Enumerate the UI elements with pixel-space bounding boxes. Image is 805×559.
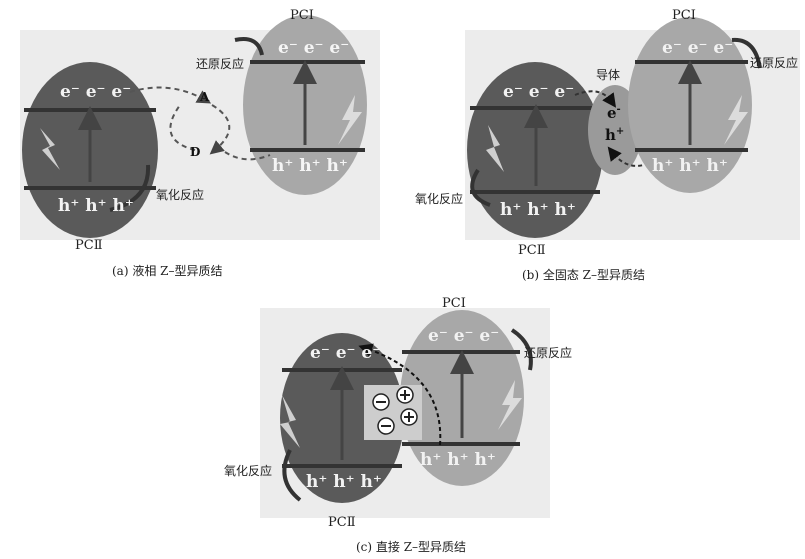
panel-b-oxidation-curve xyxy=(470,168,491,207)
panel-c-caption: (c) 直接 Z–型异质结 xyxy=(356,540,467,554)
panel-a-caption: (a) 液相 Z–型异质结 xyxy=(112,264,223,278)
panel-b-reduction-curve xyxy=(731,37,762,69)
panel-b-pc1-electrons: e⁻ e⁻ e⁻ xyxy=(662,38,734,58)
panel-b-oxidation-label: 氧化反应 xyxy=(415,192,464,206)
panel-c-pc2-holes: h⁺ h⁺ h⁺ xyxy=(306,472,382,492)
panel-c-recombination-arrow xyxy=(358,343,442,446)
panel-a-reduction-label: 还原反应 xyxy=(196,57,245,71)
panel-c-graphics xyxy=(260,308,550,518)
panel-a-acceptor-label: A xyxy=(200,90,210,104)
panel-b-pc2-electrons: e⁻ e⁻ e⁻ xyxy=(503,82,575,102)
panel-c-oxidation-label: 氧化反应 xyxy=(224,464,273,478)
panel-b-pc1-label: PCⅠ xyxy=(672,8,696,23)
panel-a-donor-to-hole xyxy=(224,151,271,161)
panel-a-pc2-light-icon xyxy=(40,128,60,170)
panel-a-pc1-holes: h⁺ h⁺ h⁺ xyxy=(272,156,348,176)
panel-b-mediator-electron: e- xyxy=(607,104,621,122)
panel-a-reduction-curve xyxy=(234,37,264,56)
panel-b-pc1-light-icon xyxy=(724,95,748,145)
panel-c-pc1-electrons: e⁻ e⁻ e⁻ xyxy=(428,326,500,346)
panel-c-pc1-label: PCⅠ xyxy=(442,296,466,311)
panel-b-pc1-holes: h⁺ h⁺ h⁺ xyxy=(652,156,728,176)
panel-b-h-to-mediator xyxy=(607,146,656,167)
panel-c-reduction-label: 还原反应 xyxy=(524,346,573,360)
panel-a-pc2-holes: h⁺ h⁺ h⁺ xyxy=(58,196,134,216)
panel-c-pc1-light-icon xyxy=(498,380,522,430)
panel-a-pc1-label: PCⅠ xyxy=(290,8,314,23)
panel-b-reduction-label: 还原反应 xyxy=(750,56,799,70)
panel-b-e-to-mediator xyxy=(574,90,617,108)
panel-b-pc2-label: PCⅡ xyxy=(518,243,546,258)
panel-a-e-to-acceptor xyxy=(129,86,212,104)
panel-b-pc2-holes: h⁺ h⁺ h⁺ xyxy=(500,200,576,220)
panel-c-pc2-label: PCⅡ xyxy=(328,515,356,530)
panel-a-pc1-light-icon xyxy=(338,95,362,145)
panel-a-oxidation-label: 氧化反应 xyxy=(156,188,205,202)
panel-a-donor-label: D xyxy=(190,145,201,159)
panel-a-pc2-label: PCⅡ xyxy=(75,238,103,253)
panel-b-caption: (b) 全固态 Z–型异质结 xyxy=(522,268,646,282)
panel-c-pc2-light-icon xyxy=(280,395,300,448)
panel-c-oxidation-curve xyxy=(282,449,302,502)
panel-a-donor-loop xyxy=(169,104,196,151)
panel-a-pc2-electrons: e⁻ e⁻ e⁻ xyxy=(60,82,132,102)
panel-a-graphics xyxy=(20,15,380,240)
panel-b-graphics xyxy=(465,17,800,240)
panel-c-reduction-curve xyxy=(510,328,533,371)
panel-a-pc1-electrons: e⁻ e⁻ e⁻ xyxy=(278,38,350,58)
panel-b-mediator-hole: h+ xyxy=(605,126,625,144)
panel-c-pc2-electrons: e⁻ e⁻ e⁻ xyxy=(310,343,382,363)
panel-a-oxidation-curve xyxy=(109,164,151,212)
panel-a-acceptor-to-donor xyxy=(209,104,231,155)
panel-b-mediator-label: 导体 xyxy=(596,68,621,82)
panel-c-pc1-holes: h⁺ h⁺ h⁺ xyxy=(420,450,496,470)
